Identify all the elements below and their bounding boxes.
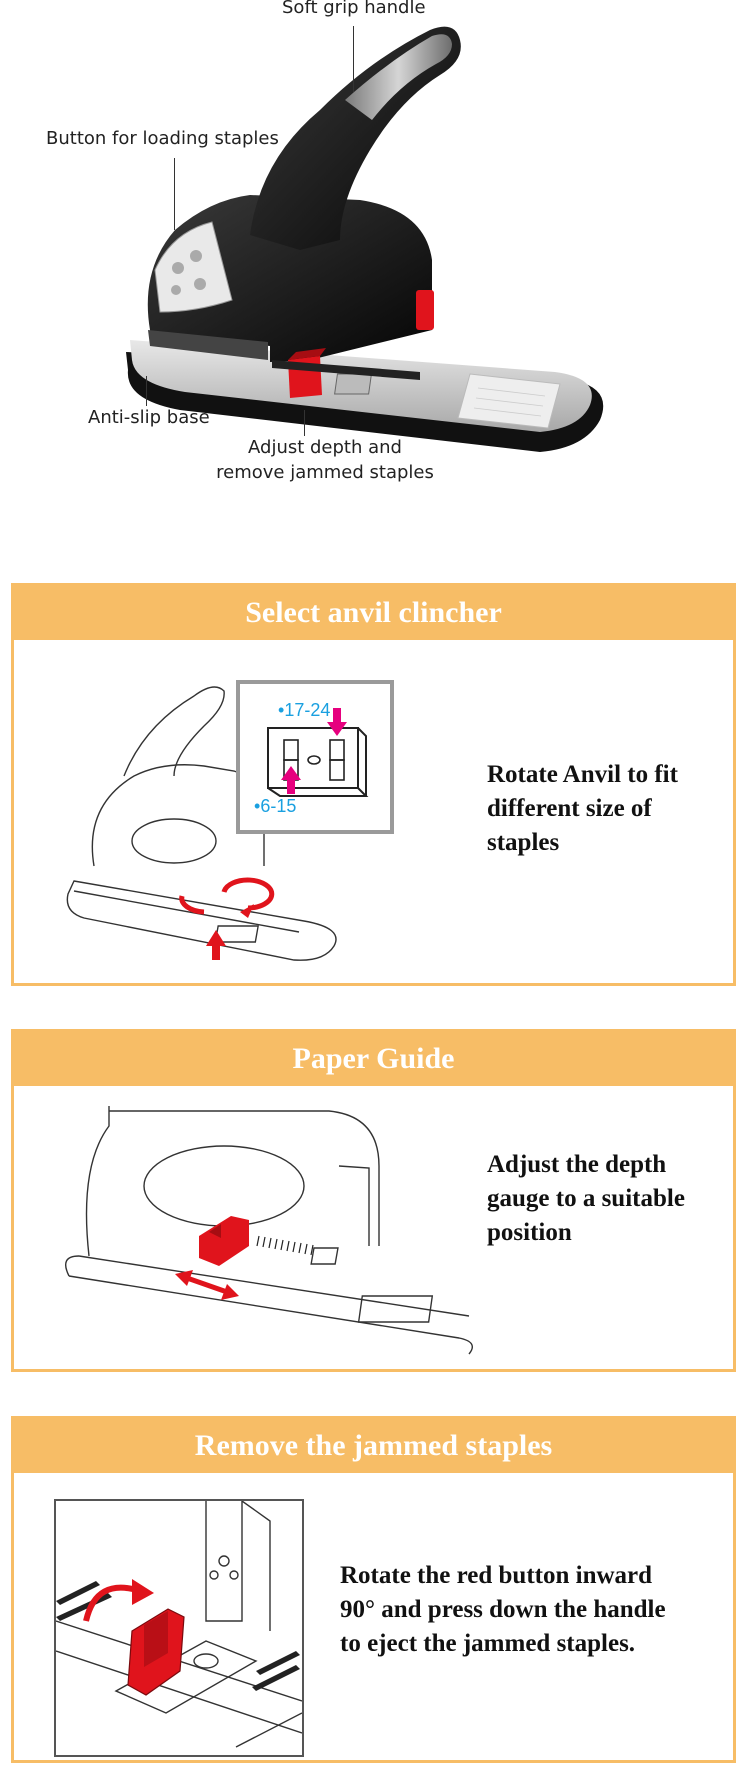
bullet-icon: • [278,700,285,720]
inset-label-6-15: •6-15 [254,796,296,817]
anvil-stapler-illustration [66,686,337,961]
callout-soft-grip-handle: Soft grip handle [282,0,426,18]
description-line: to eject the jammed staples. [340,1630,636,1657]
callout-line: remove jammed staples [216,462,434,483]
anvil-inset-box: •17-24 •6-15 [236,680,394,834]
inset-label-17-24: •17-24 [278,700,330,721]
jam-closeup-illustration [56,1501,302,1748]
description-line: 90° and press down the handle [340,1596,666,1623]
paper-guide-illustration [65,1106,473,1355]
jam-closeup-frame [54,1499,304,1757]
inset-label-text: 17-24 [284,700,331,720]
description-line: position [487,1219,572,1246]
callout-loading-button: Button for loading staples [46,128,279,149]
section-title: Select anvil clincher [14,586,733,640]
leader-line [174,158,175,230]
stapler-illustration [126,26,604,452]
leader-line [353,26,354,92]
section-title: Remove the jammed staples [14,1419,733,1473]
anvil-plate-diagram [267,708,369,797]
description-line: Rotate the red button inward [340,1562,653,1589]
section-select-anvil: Select anvil clincher [11,583,736,986]
description-line: Rotate Anvil to fit [487,761,678,788]
section-remove-jammed: Remove the jammed staples [11,1416,736,1763]
bullet-icon: • [254,796,261,816]
callout-anti-slip-base: Anti-slip base [88,407,210,428]
section-paper-guide: Paper Guide Adjust the depth [11,1029,736,1372]
description-line: gauge to a suitable [487,1185,685,1212]
hero-section: Soft grip handle Button for loading stap… [0,0,744,500]
callout-line: Adjust depth and [248,437,402,458]
callout-adjust-depth: Adjust depth and remove jammed staples [200,435,450,485]
leader-line [304,410,305,436]
section-title: Paper Guide [14,1032,733,1086]
leader-line [146,376,147,406]
description-line: staples [487,829,560,856]
inset-label-text: 6-15 [260,796,297,816]
section-description: Rotate the red button inward 90° and pre… [340,1559,735,1661]
section-description: Adjust the depth gauge to a suitable pos… [487,1148,727,1250]
description-line: Adjust the depth [487,1151,667,1178]
section-description: Rotate Anvil to fit different size of st… [487,758,727,860]
description-line: different size of [487,795,652,822]
